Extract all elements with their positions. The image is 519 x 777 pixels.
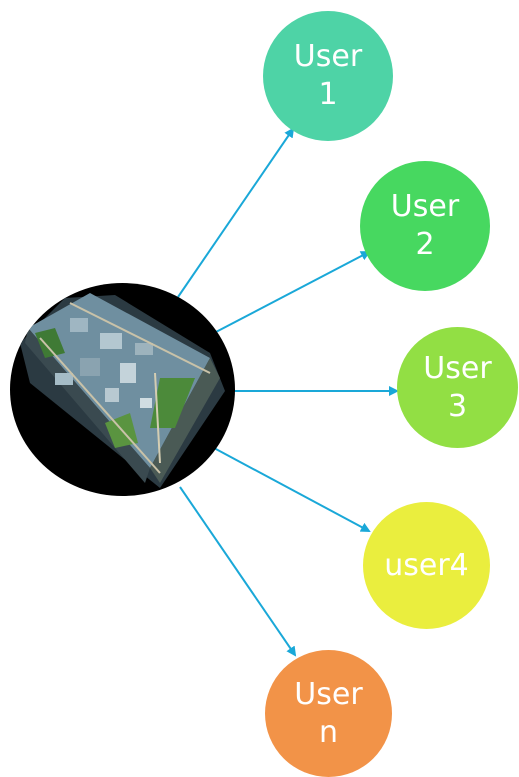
user-2-number: 2 <box>415 227 435 262</box>
user-4-label: user4 <box>384 547 469 583</box>
user-4-node: user4 <box>363 502 490 629</box>
user-3-label: User <box>423 350 492 386</box>
arrow-to-user-4 <box>213 447 371 532</box>
arrow-to-user-n <box>179 486 297 657</box>
user-1-label: User <box>293 39 363 74</box>
user-n-number: n <box>318 714 338 750</box>
user-1-number: 1 <box>318 77 338 112</box>
city-map-hub <box>10 283 235 496</box>
arrow-to-user-1 <box>177 127 295 298</box>
user-3-node: User 3 <box>397 327 518 448</box>
city-aerial-map-icon <box>20 293 225 488</box>
user-2-label: User <box>390 189 460 224</box>
user-n-label: User <box>294 676 363 712</box>
user-n-node: User n <box>265 650 392 777</box>
user-3-number: 3 <box>447 388 468 424</box>
user-2-node: User 2 <box>360 161 490 291</box>
arrow-to-user-2 <box>213 251 371 334</box>
user-1-node: User 1 <box>263 11 393 141</box>
